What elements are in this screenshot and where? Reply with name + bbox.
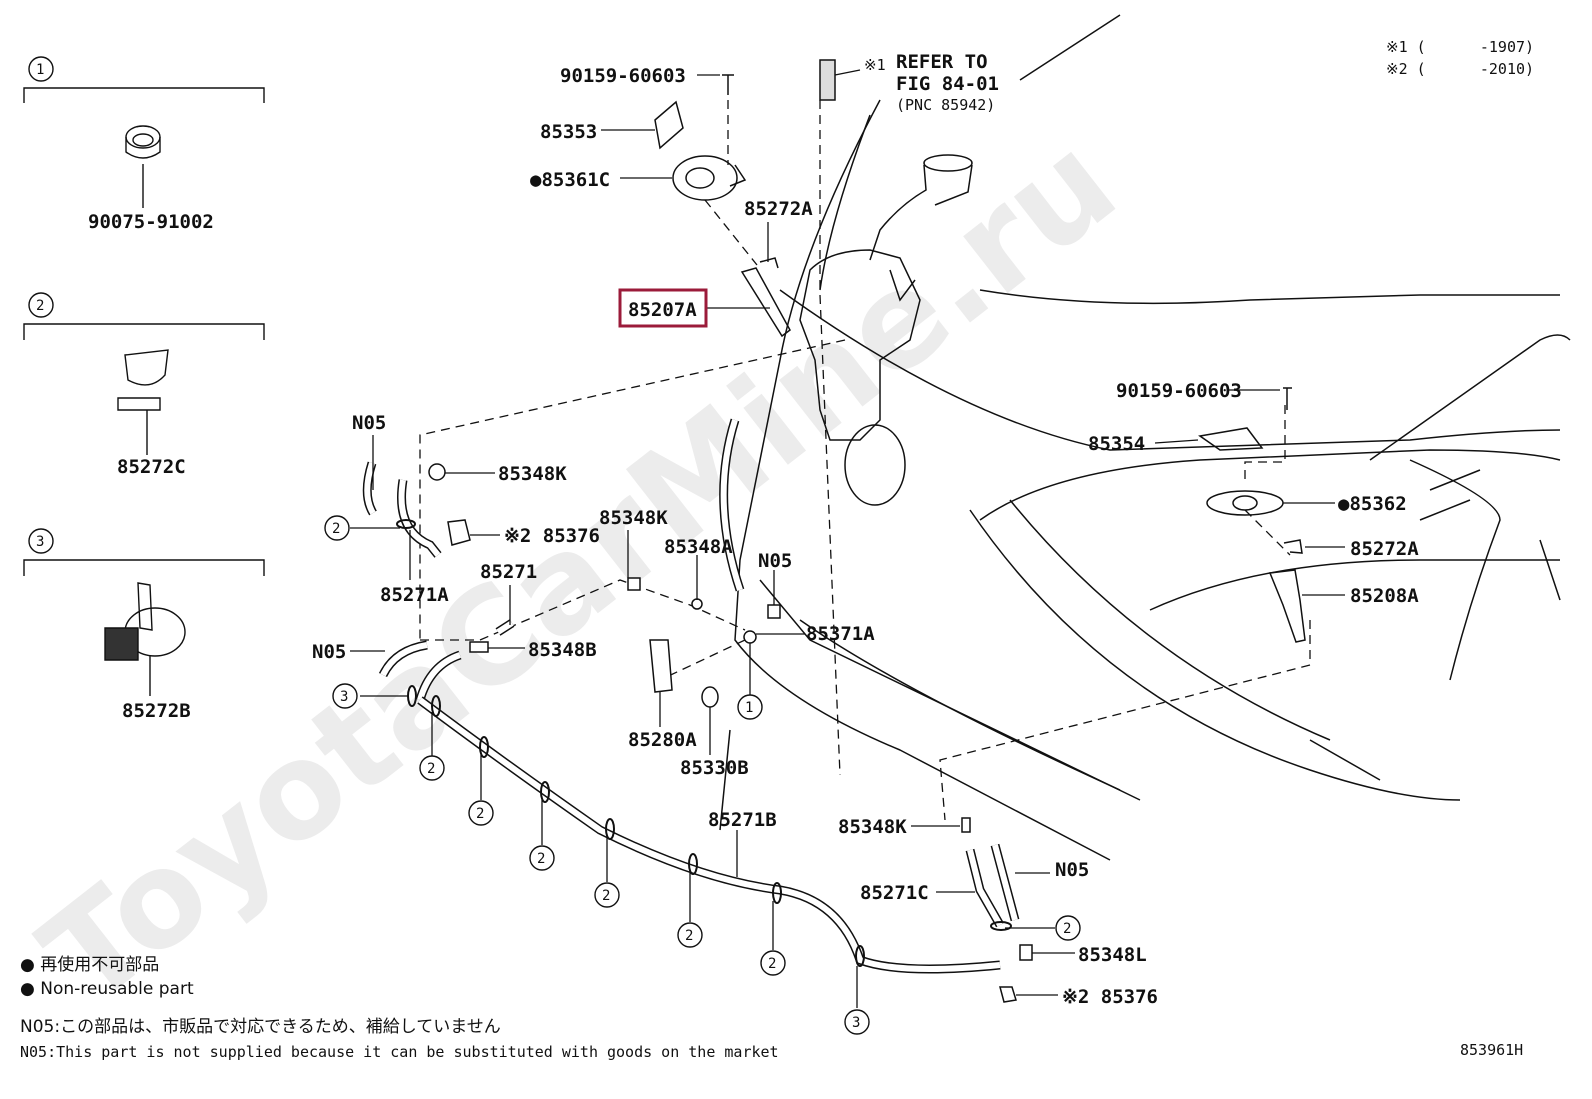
inset-1 xyxy=(23,56,265,208)
label-85371a[interactable]: 85371A xyxy=(806,623,875,645)
legend-n05-en: N05:This part is not supplied because it… xyxy=(20,1043,779,1061)
refer-line-2: FIG 84-01 xyxy=(896,73,999,95)
callout-numbers: 2 3 2 2 2 2 2 2 3 1 2 xyxy=(332,521,1071,1031)
callout-2: 2 xyxy=(476,806,484,822)
range-note-1: ※1 ( -1907) xyxy=(1386,38,1534,56)
range-note-2: ※2 ( -2010) xyxy=(1386,60,1534,78)
label-85208a[interactable]: 85208A xyxy=(1350,585,1419,607)
inset-2-part: 85272C xyxy=(117,456,186,478)
label-85348l[interactable]: 85348L xyxy=(1078,944,1147,966)
label-n05-top[interactable]: N05 xyxy=(352,412,386,434)
label-85348a[interactable]: 85348A xyxy=(664,536,733,558)
label-85271b[interactable]: 85271B xyxy=(708,809,777,831)
label-85271[interactable]: 85271 xyxy=(480,561,537,583)
highlight-box xyxy=(618,288,708,328)
legend-n05-jp: N05:この部品は、市販品で対応できるため、補給していません xyxy=(20,1017,501,1037)
label-85348k-a[interactable]: 85348K xyxy=(498,463,567,485)
legend-non-reusable-en: ● Non-reusable part xyxy=(20,979,194,999)
label-90159-60603-top[interactable]: 90159-60603 xyxy=(560,65,686,87)
inset-1-number: 1 xyxy=(36,62,44,78)
label-85361c[interactable]: ●85361C xyxy=(530,169,610,191)
washer-reservoir xyxy=(799,154,973,506)
callout-2: 2 xyxy=(685,928,693,944)
label-85376-a[interactable]: ※2 85376 xyxy=(504,525,600,547)
callout-3: 3 xyxy=(340,689,348,705)
part-labels: 90159-60603 85353 ●85361C 85272A 85207A … xyxy=(312,65,1419,1008)
inset-3-part: 85272B xyxy=(122,700,191,722)
refer-line-3: (PNC 85942) xyxy=(896,96,995,114)
label-85271c[interactable]: 85271C xyxy=(860,882,929,904)
inset-3-number: 3 xyxy=(36,534,44,550)
label-90159-60603-right[interactable]: 90159-60603 xyxy=(1116,380,1242,402)
right-nozzle-parts xyxy=(1198,387,1306,643)
callout-1: 1 xyxy=(745,700,753,716)
label-85354[interactable]: 85354 xyxy=(1088,433,1145,455)
label-85330b[interactable]: 85330B xyxy=(680,757,749,779)
callout-2: 2 xyxy=(332,521,340,537)
inset-1-part: 90075-91002 xyxy=(88,211,214,233)
label-85348k-c[interactable]: 85348K xyxy=(838,816,907,838)
solid-leaders xyxy=(350,69,1345,1008)
callout-2: 2 xyxy=(427,761,435,777)
refer-line-1: REFER TO xyxy=(896,51,988,73)
label-n05-bottom[interactable]: N05 xyxy=(1055,859,1089,881)
hose-clips xyxy=(396,519,1012,967)
label-85271a[interactable]: 85271A xyxy=(380,584,449,606)
callout-circles xyxy=(324,515,1081,1035)
inset-2 xyxy=(23,292,265,455)
label-85353[interactable]: 85353 xyxy=(540,121,597,143)
label-n05-left[interactable]: N05 xyxy=(312,641,346,663)
label-85348k-b[interactable]: 85348K xyxy=(599,507,668,529)
inset-2-number: 2 xyxy=(36,298,44,314)
callout-2: 2 xyxy=(1063,921,1071,937)
label-85362[interactable]: ●85362 xyxy=(1338,493,1407,515)
callout-2: 2 xyxy=(537,851,545,867)
hoses xyxy=(362,418,1020,974)
vehicle-body-outline xyxy=(719,14,1571,861)
fittings xyxy=(428,463,1033,1003)
label-n05-mid[interactable]: N05 xyxy=(758,550,792,572)
label-85207a[interactable]: 85207A xyxy=(628,299,697,321)
callout-3: 3 xyxy=(852,1015,860,1031)
label-85280a[interactable]: 85280A xyxy=(628,729,697,751)
callout-2: 2 xyxy=(602,888,610,904)
refer-marker: ※1 xyxy=(864,56,886,74)
inset-3 xyxy=(23,528,265,696)
label-85272a-right[interactable]: 85272A xyxy=(1350,538,1419,560)
watermark: ToyotaCarMine.ru xyxy=(15,106,1144,1035)
label-85348b[interactable]: 85348B xyxy=(528,639,597,661)
legend-non-reusable-jp: ● 再使用不可部品 xyxy=(20,954,159,975)
callout-2: 2 xyxy=(768,956,776,972)
top-nozzle-parts xyxy=(654,59,836,338)
label-85272a-top[interactable]: 85272A xyxy=(744,198,813,220)
diagram-code: 853961H xyxy=(1460,1041,1523,1059)
label-85376-b[interactable]: ※2 85376 xyxy=(1062,986,1158,1008)
dashed-leaders xyxy=(419,100,1311,821)
